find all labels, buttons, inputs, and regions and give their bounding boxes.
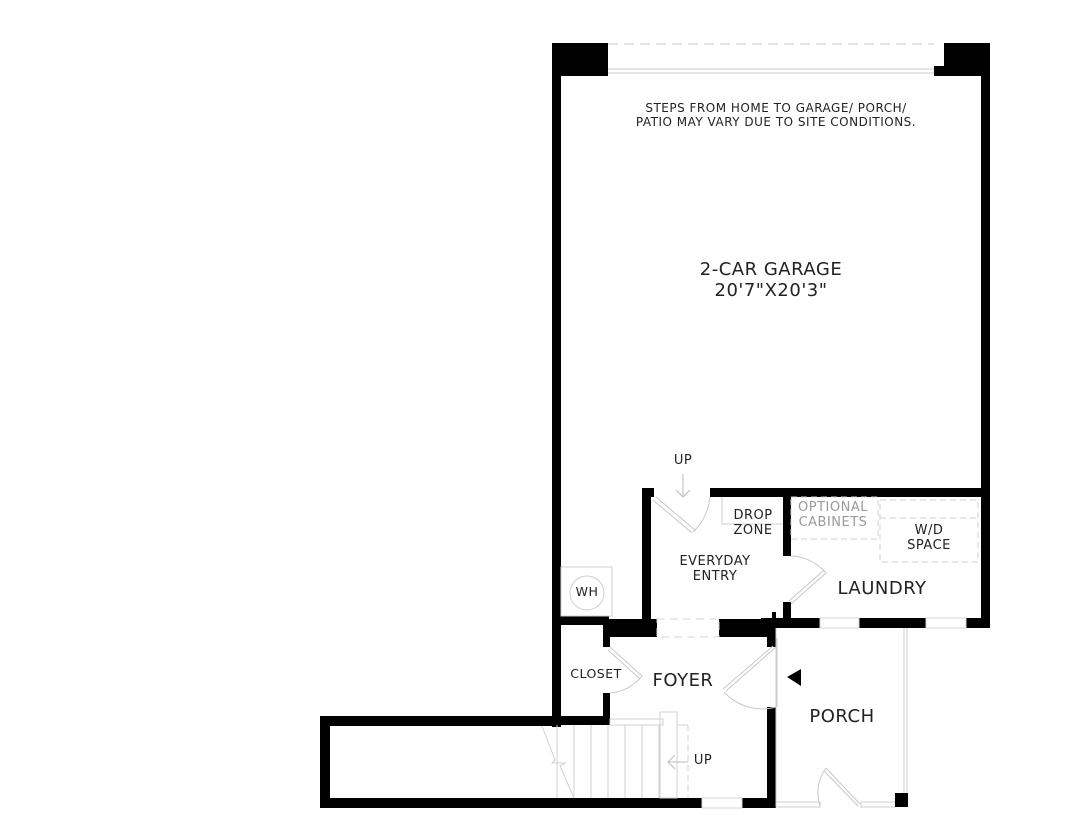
everyday-entry-label: EVERYDAY ENTRY — [660, 554, 770, 585]
closet-door-swing — [607, 646, 643, 694]
everyday-entry-line-1: EVERYDAY — [679, 554, 751, 569]
garage-door — [608, 43, 934, 74]
front-door-swing — [722, 638, 778, 710]
laundry-bottom-wall — [761, 612, 990, 628]
garage-steps-up-label: UP — [673, 453, 693, 468]
foyer-top-wall — [603, 619, 776, 647]
optional-cabinets-outline — [790, 496, 879, 540]
drop-zone-line-1: DROP — [733, 508, 773, 523]
garage-dimensions: 20'7"X20'3" — [714, 279, 828, 301]
optional-cabinets-label: OPTIONAL CABINETS — [789, 500, 877, 531]
foyer-opening — [656, 618, 720, 638]
note-line-2: PATIO MAY VARY DUE TO SITE CONDITIONS. — [635, 114, 917, 129]
everyday-entry-line-2: ENTRY — [692, 568, 738, 584]
stairs — [541, 711, 689, 799]
garage-walls — [552, 43, 990, 719]
porch-gate-swing — [817, 767, 861, 807]
closet-walls — [552, 625, 610, 727]
garage-name: 2-CAR GARAGE — [699, 259, 843, 280]
entry-door-swing — [652, 496, 711, 534]
closet-label: CLOSET — [570, 666, 622, 681]
garage-label: 2-CAR GARAGE 20'7"X20'3" — [640, 259, 902, 301]
drop-zone-label: DROP ZONE — [722, 508, 784, 539]
wd-space-line-2: SPACE — [907, 537, 951, 553]
foyer-label: FOYER — [652, 670, 714, 691]
lower-level-walls — [320, 716, 776, 808]
porch-post — [895, 793, 908, 807]
garage-steps-up-arrow — [675, 474, 691, 498]
porch-label: PORCH — [809, 706, 875, 727]
foyer-bottom-window — [701, 797, 743, 809]
laundry-door-swing — [788, 555, 827, 605]
wd-space-line-1: W/D — [914, 523, 944, 538]
foyer-right-wall — [767, 707, 776, 807]
site-conditions-note: STEPS FROM HOME TO GARAGE/ PORCH/ PATIO … — [600, 101, 952, 130]
water-heater-label: WH — [575, 584, 599, 599]
laundry-divider-wall — [783, 488, 791, 556]
water-heater — [560, 566, 613, 617]
wd-space-outline — [879, 499, 979, 563]
foyer-stairs-up-arrow — [667, 754, 688, 770]
wd-space-label: W/D SPACE — [880, 523, 978, 554]
note-line-1: STEPS FROM HOME TO GARAGE/ PORCH/ — [645, 101, 907, 115]
main-entry-arrow-icon — [787, 669, 801, 686]
laundry-label: LAUNDRY — [837, 578, 927, 599]
optional-cabinets-line-2: CABINETS — [798, 514, 868, 530]
optional-cabinets-line-1: OPTIONAL — [798, 500, 868, 515]
drop-zone-line-2: ZONE — [733, 522, 773, 538]
drop-zone-outline — [721, 497, 783, 525]
porch-outline — [775, 628, 908, 808]
laundry-windows — [819, 617, 967, 629]
foyer-stairs-up-label: UP — [693, 753, 713, 768]
